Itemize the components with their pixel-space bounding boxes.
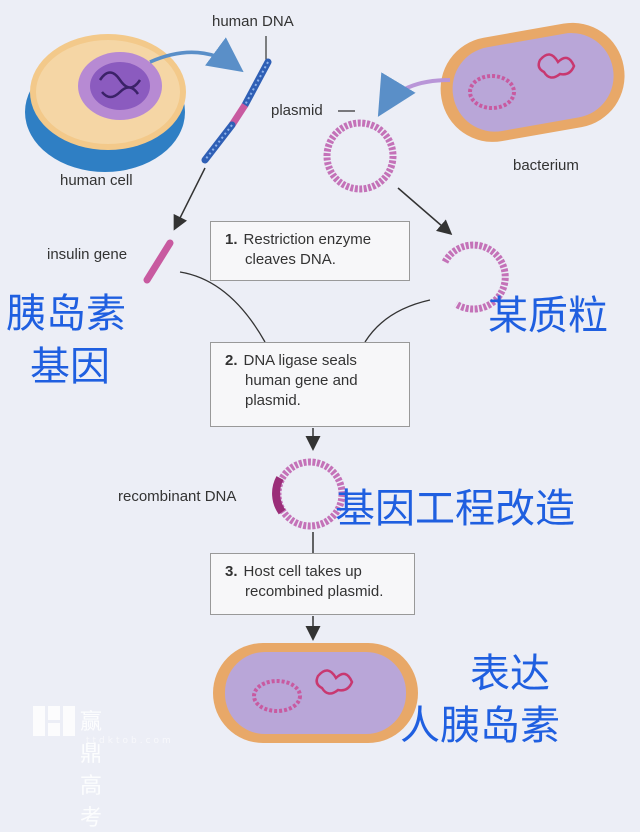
human-dna-strand — [201, 36, 272, 164]
step-2-line1: DNA ligase seals — [243, 352, 357, 369]
recombinant-dna-label: recombinant DNA — [118, 488, 237, 505]
watermark-url: ttdktob.com — [86, 736, 174, 746]
step-3-line1: Host cell takes up — [243, 563, 362, 580]
diagram-art — [25, 22, 625, 743]
annotation-insulin-gene-line1: 胰岛素 — [6, 291, 126, 337]
insulin-gene-fragment — [143, 239, 174, 284]
step-1-line2: cleaves DNA. — [245, 251, 336, 268]
bacterium-bottom — [213, 643, 418, 743]
arrow-bacterium-to-plasmid — [377, 72, 451, 117]
annotation-engineering: 基因工程改造 — [335, 486, 575, 532]
annotation-plasmid: 某质粒 — [488, 293, 608, 339]
step-2-line2: human gene and — [245, 372, 358, 389]
human-cell — [25, 34, 186, 172]
arrow-to-cut-plasmid — [397, 187, 453, 235]
step-3-number: 3. — [225, 563, 238, 580]
plasmid-label: plasmid — [271, 102, 323, 119]
arrow-to-insulin-gene — [173, 167, 206, 231]
insulin-gene-label: insulin gene — [47, 246, 128, 263]
annotation-express-line2: 人胰岛素 — [400, 703, 560, 749]
cut-plasmid — [441, 241, 509, 313]
recombinant-dna-ring — [272, 458, 346, 530]
human-cell-label: human cell — [60, 172, 133, 189]
step-3-box: 3. Host cell takes up recombined plasmid. — [210, 553, 415, 615]
step-2-box: 2. DNA ligase seals human gene and plasmi… — [210, 342, 410, 427]
annotation-insulin-gene-line2: 基因 — [30, 344, 110, 390]
step-1-line1: Restriction enzyme — [243, 231, 372, 248]
human-dna-label: human DNA — [212, 13, 294, 30]
step-3-line2: recombined plasmid. — [245, 583, 384, 600]
step-2-number: 2. — [225, 352, 238, 369]
step-1-number: 1. — [225, 231, 238, 248]
step-1-box: 1. Restriction enzyme cleaves DNA. — [210, 221, 410, 281]
watermark-text: 赢鼎高考 — [80, 710, 107, 831]
bacterium-label: bacterium — [513, 157, 579, 174]
bacterium-top — [440, 22, 625, 142]
step-2-line3: plasmid. — [245, 392, 301, 409]
annotation-express-line1: 表达 — [470, 651, 550, 697]
watermark-logo — [33, 706, 75, 736]
arrow-nucleus-to-dna — [149, 37, 244, 73]
plasmid-ring — [323, 119, 397, 193]
